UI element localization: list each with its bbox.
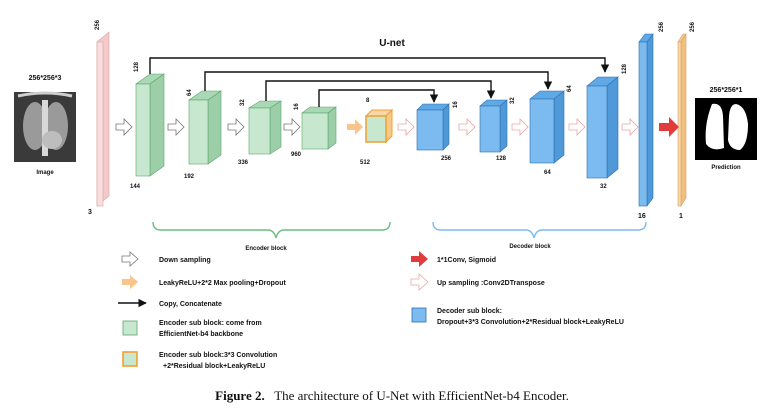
- up-arrow-1: [397, 118, 415, 136]
- dec4-bottom: 32: [600, 184, 607, 190]
- dec1-top: 16: [453, 101, 459, 108]
- legend-enc-sub-icon: [122, 320, 138, 336]
- decoder-block-1: [416, 103, 450, 151]
- input-channels-label: 3: [88, 209, 92, 216]
- enc5-top: 8: [366, 98, 370, 104]
- enc4-top: 16: [294, 103, 300, 110]
- decoder-brace: [432, 221, 647, 239]
- skip-connection-4: [318, 89, 439, 107]
- dec5-top: 256: [659, 21, 665, 32]
- legend-enc-sub-line2: EfficientNet-b4 backbone: [159, 331, 243, 338]
- up-arrow-3: [511, 118, 529, 136]
- output-slab: [677, 32, 687, 208]
- legend-dec-sub-line1: Decoder sub block:: [437, 308, 502, 315]
- legend-dec-sub-line2: Dropout+3*3 Convolution+2*Residual block…: [437, 319, 624, 326]
- legend: Down sampling LeakyReLU+2*2 Max pooling+…: [118, 251, 624, 370]
- legend-dec-sub-icon: [411, 307, 427, 323]
- input-slab: [96, 31, 110, 207]
- encoder-block-5: [364, 108, 394, 144]
- dec2-bottom: 128: [496, 156, 507, 162]
- legend-down-icon: [121, 251, 139, 267]
- legend-conv-icon: [411, 251, 428, 267]
- up-arrow-2: [458, 118, 476, 136]
- legend-concat-label: Copy, Concatenate: [159, 301, 222, 308]
- skip-connection-1: [149, 57, 610, 74]
- legend-enc-sub3-line2: +2*Residual block+LeakyReLU: [163, 363, 265, 370]
- up-arrow-5: [621, 118, 639, 136]
- dec3-bottom: 64: [544, 170, 551, 176]
- enc4-bottom: 960: [291, 152, 302, 158]
- encoder-block-3: [247, 100, 283, 155]
- down-arrow-3: [227, 118, 245, 136]
- enc1-bottom: 144: [130, 184, 141, 190]
- enc3-top: 32: [240, 99, 246, 106]
- output-height-label: 256: [690, 21, 696, 32]
- caption-text: The architecture of U-Net with Efficient…: [274, 388, 569, 403]
- down-arrow-4: [283, 118, 301, 136]
- legend-pool-label: LeakyReLU+2*2 Max pooling+Dropout: [159, 280, 286, 287]
- legend-down-label: Down sampling: [159, 257, 211, 264]
- enc3-bottom: 336: [238, 160, 249, 166]
- enc2-top: 64: [187, 89, 193, 96]
- dec2-top: 32: [510, 97, 516, 104]
- figure-caption: Figure 2. The architecture of U-Net with…: [215, 387, 569, 404]
- legend-up-label: Up sampling :Conv2DTranspose: [437, 280, 545, 287]
- dec5-bottom: 16: [638, 213, 646, 220]
- down-sampling-arrows: [115, 118, 301, 136]
- legend-enc-sub3-line1: Encoder sub block:3*3 Convolution: [159, 352, 277, 359]
- enc1-top: 128: [134, 61, 140, 72]
- skip-connections: [149, 57, 610, 107]
- encoder-block-4: [301, 106, 337, 150]
- input-caption: Image: [36, 170, 54, 176]
- enc5-bottom: 512: [360, 160, 371, 166]
- pooling-arrow: [347, 119, 363, 135]
- down-arrow-1: [115, 118, 133, 136]
- caption-label: Figure 2.: [215, 388, 265, 403]
- encoder-block-2: [188, 90, 222, 165]
- output-channels-label: 1: [679, 213, 683, 220]
- output-size-label: 256*256*1: [710, 87, 743, 94]
- input-xray-image: [14, 91, 76, 162]
- decoder-block-3: [529, 90, 565, 164]
- input-size-label: 256*256*3: [29, 75, 62, 82]
- encoder-brace: [152, 221, 391, 239]
- skip-connection-3: [265, 80, 496, 101]
- up-arrow-4: [568, 118, 586, 136]
- decoder-label: Decoder block: [509, 244, 551, 250]
- encoder-label: Encoder block: [245, 246, 287, 252]
- dec3-top: 64: [567, 85, 573, 92]
- legend-enc-sub3-icon: [122, 351, 138, 367]
- prediction-mask-image: [695, 98, 757, 160]
- down-arrow-2: [167, 118, 185, 136]
- legend-pool-icon: [122, 275, 138, 289]
- dec4-top: 128: [622, 63, 628, 74]
- decoder-block-5: [638, 33, 654, 207]
- diagram-title: U-net: [379, 38, 405, 49]
- skip-connection-2: [204, 71, 553, 91]
- up-sampling-arrows: [397, 118, 639, 136]
- decoder-block-2: [479, 99, 508, 153]
- input-height-label: 256: [95, 19, 101, 30]
- dec1-bottom: 256: [441, 156, 452, 162]
- final-conv-arrow: [659, 117, 679, 137]
- encoder-block-1: [135, 73, 165, 177]
- legend-conv-label: 1*1Conv, Sigmoid: [437, 257, 496, 264]
- enc2-bottom: 192: [184, 174, 195, 180]
- output-caption: Prediction: [711, 165, 741, 171]
- legend-enc-sub-line1: Encoder sub block: come from: [159, 320, 262, 327]
- decoder-block-4: [586, 76, 619, 179]
- legend-up-icon: [410, 273, 429, 291]
